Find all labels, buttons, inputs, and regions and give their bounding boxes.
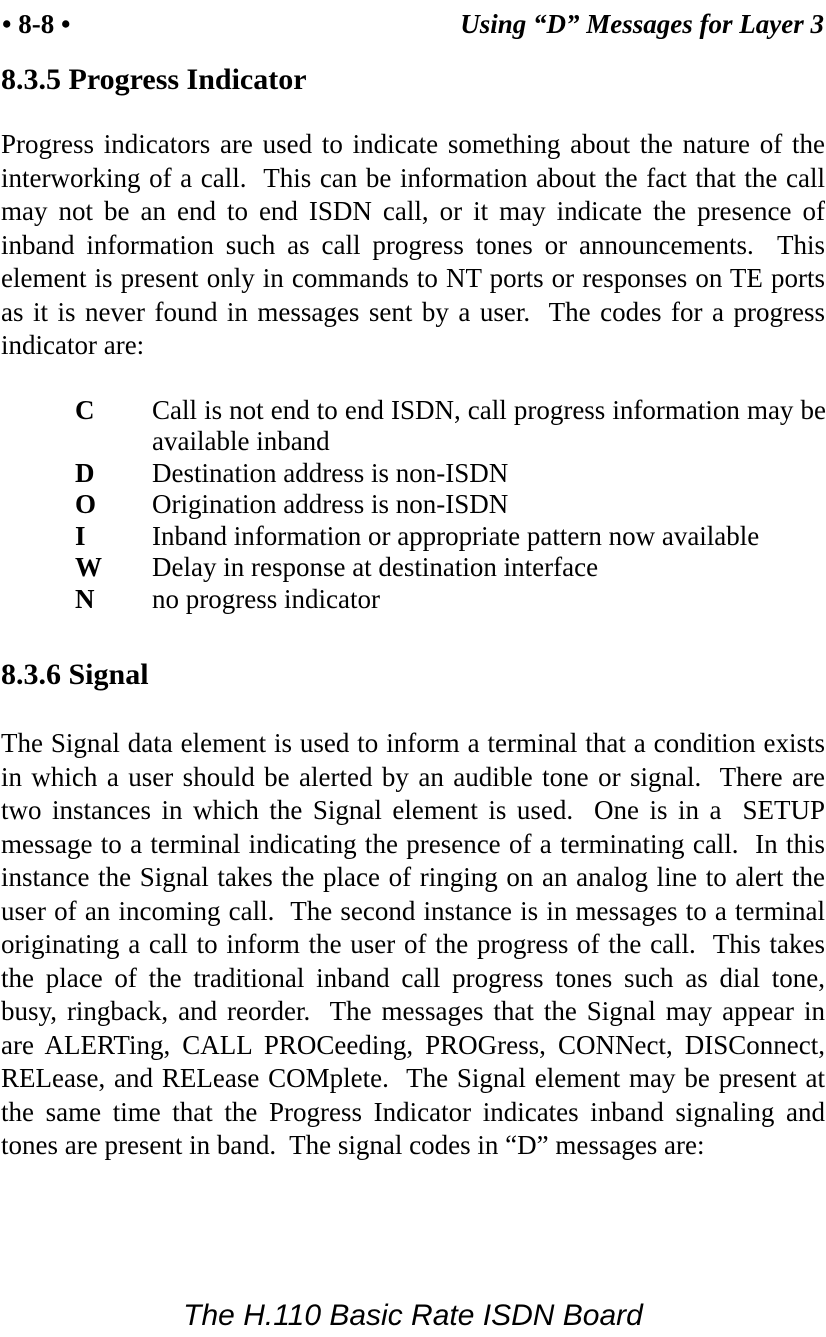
progress-code-list: C Call is not end to end ISDN, call prog… [0,395,826,616]
code-description: Inband information or appropriate patter… [152,521,826,553]
text-line: busy, ringback, and reorder. The message… [1,996,825,1026]
code-description: Origination address is non-ISDN [152,489,826,521]
text-line: indicator are: [1,330,145,360]
text-line: inband information such as call progress… [1,229,825,260]
code-description: no progress indicator [152,584,826,616]
paragraph-signal: The Signal data element is used to infor… [0,727,826,1163]
text-line: message to a terminal indicating the pre… [1,828,825,859]
text-line: in which a user should be alerted by an … [1,761,825,792]
text-line: the place of the traditional inband call… [1,962,825,993]
section-heading-progress-indicator: 8.3.5 Progress Indicator [1,63,307,96]
code-description: Call is not end to end ISDN, call progre… [152,395,826,458]
section-heading-signal: 8.3.6 Signal [1,658,149,691]
text-line: no progress indicator [152,583,380,614]
text-line: interworking of a call. This can be info… [1,162,825,193]
text-line: available inband [152,426,330,456]
text-line: instance the Signal takes the place of r… [1,862,825,892]
code-item-o: O Origination address is non-ISDN [0,489,826,521]
page-footer: The H.110 Basic Rate ISDN Board [0,1298,826,1334]
text-line: element is present only in commands to N… [1,263,825,293]
code-description: Destination address is non-ISDN [152,458,826,490]
text-line: are ALERTing, CALL PROCeeding, PROGress,… [1,1029,825,1060]
text-line: Origination address is non-ISDN [152,489,509,519]
text-line: The Signal data element is used to infor… [1,728,825,758]
text-line: RELease, and RELease COMplete. The Signa… [1,1063,825,1093]
paragraph-progress-indicator: Progress indicators are used to indicate… [0,128,826,363]
code-description: Delay in response at destination interfa… [152,552,826,584]
text-line: as it is never found in messages sent by… [1,296,825,327]
code-letter: N [75,583,95,614]
text-line: Progress indicators are used to indicate… [1,129,825,159]
code-item-n: N no progress indicator [0,584,826,616]
code-item-w: W Delay in response at destination inter… [0,552,826,584]
code-letter: W [75,552,102,582]
text-line: user of an incoming call. The second ins… [1,895,825,926]
code-letter: I [75,520,86,551]
page-header: • 8-8 • Using “D” Messages for Layer 3 [0,0,826,42]
text-line: tones are present in band. The signal co… [1,1130,705,1160]
text-line: the same time that the Progress Indicato… [1,1096,825,1127]
code-letter: C [75,394,95,425]
code-item-c: C Call is not end to end ISDN, call prog… [0,395,826,458]
code-letter: D [75,457,95,488]
running-header-title: Using “D” Messages for Layer 3 [460,9,824,39]
page-number: • 8-8 • [2,9,71,39]
text-line: Delay in response at destination interfa… [152,552,599,582]
code-letter: O [75,489,97,519]
text-line: two instances in which the Signal elemen… [1,795,825,825]
code-item-i: I Inband information or appropriate patt… [0,521,826,553]
text-line: Inband information or appropriate patter… [152,520,760,551]
text-line: Call is not end to end ISDN, call progre… [152,394,826,425]
footer-title: The H.110 Basic Rate ISDN Board [183,1299,643,1332]
text-line: may not be an end to end ISDN call, or i… [1,196,825,226]
text-line: Destination address is non-ISDN [152,457,509,488]
text-line: originating a call to inform the user of… [1,929,825,959]
code-item-d: D Destination address is non-ISDN [0,458,826,490]
